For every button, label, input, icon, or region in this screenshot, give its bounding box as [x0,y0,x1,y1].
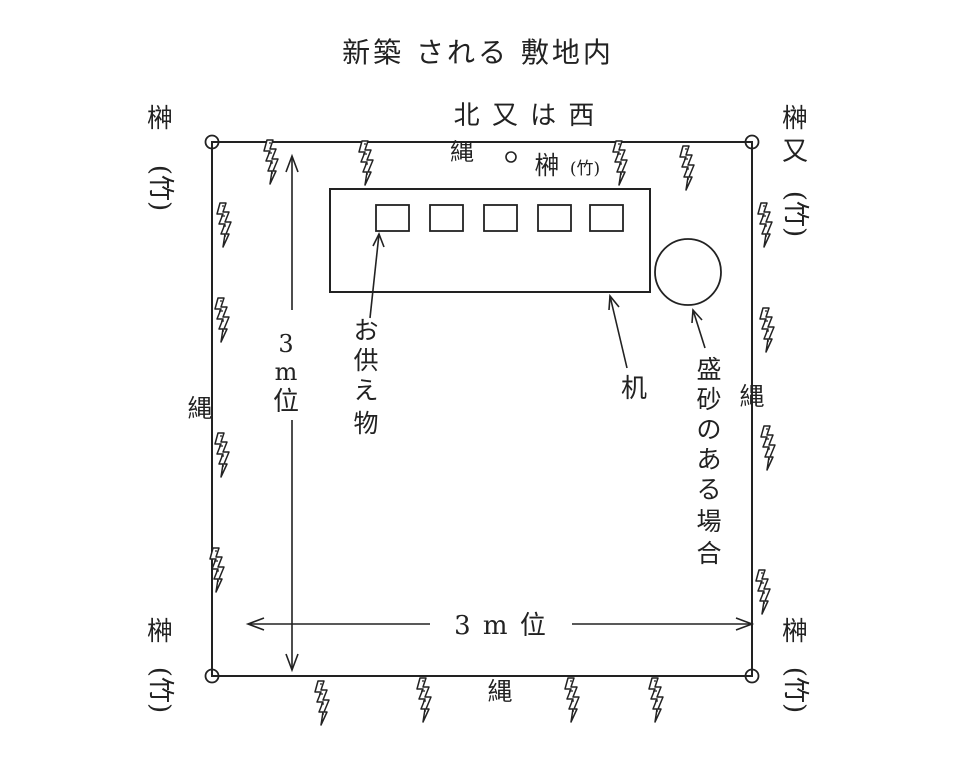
horizontal-dimension-label: 3 m 位 [454,611,548,641]
shide-streamer [679,145,695,191]
sakaki-label: 榊 [782,104,808,134]
vertical-dimension-arrow [285,153,299,673]
shide-streamer [358,140,374,186]
sakaki-label: 榊 [782,617,808,647]
offering-box [375,204,410,232]
corner-post-bottom-right [744,668,760,684]
svg-text:お: お [353,316,378,345]
sakaki-label-top: 榊 [534,151,559,180]
offering-box [429,204,464,232]
shide-streamer [757,202,773,248]
svg-text:場: 場 [696,507,721,536]
svg-text:供: 供 [353,346,378,375]
svg-text:砂: 砂 [696,385,721,414]
rope-label-top: 縄 [450,138,474,166]
shide-streamers [209,139,776,726]
desk-label: 机 [621,374,647,404]
offering-label: お 供 え 物 [353,316,378,438]
shide-streamer [416,677,432,723]
svg-text:3: 3 [278,330,293,358]
svg-text:る: る [696,475,721,504]
svg-text:え: え [353,376,378,405]
take-label: (竹) [780,191,810,237]
svg-text:の: の [696,415,721,444]
shide-streamer [263,139,279,185]
corner-post-top-left [204,134,220,150]
corner-post-bottom-left [204,668,220,684]
sand-mound-leader-arrow [691,308,706,349]
svg-text:合: 合 [696,539,721,568]
horizontal-dimension-arrow [245,617,755,631]
shide-streamer [209,547,225,593]
corner-label-top-left: 榊 (竹) [145,104,175,211]
shide-streamer [314,680,330,726]
take-label: (竹) [780,667,810,713]
corner-label-top-right: 榊 又 (竹) [780,104,810,237]
sand-mound-circle [654,238,722,306]
rope-label-right: 縄 [739,382,764,411]
take-label: (竹) [145,165,175,211]
north-or-west-label: 北 又 は 西 [454,101,597,131]
shide-streamer [214,297,230,343]
shide-streamer [755,569,771,615]
sakaki-post-top [505,151,517,163]
take-label-top: (竹) [570,159,600,179]
desk [329,188,651,293]
offering-box [483,204,518,232]
svg-text:位: 位 [273,387,299,417]
vertical-dimension-label: 3 m 位 [273,330,299,417]
desk-leader-arrow [608,293,628,369]
sand-mound-label: 盛 砂 の あ る 場 合 [696,355,721,568]
svg-text:盛: 盛 [696,355,721,384]
sakaki-label: 榊 [147,617,173,647]
take-label: (竹) [145,667,175,713]
svg-text:m: m [275,358,298,386]
shide-streamer [612,140,628,186]
shide-streamer [564,677,580,723]
shide-streamer [216,202,232,248]
offering-box [537,204,572,232]
offering-leader-arrow [369,232,385,319]
corner-label-bottom-left: 榊 (竹) [145,617,175,713]
corner-post-top-right [744,134,760,150]
corner-label-bottom-right: 榊 (竹) [780,617,810,713]
shide-streamer [214,432,230,478]
sakaki-label: 榊 [147,104,173,134]
shide-streamer [759,307,775,353]
rope-label-bottom: 縄 [487,677,512,706]
rope-label-left: 縄 [187,394,212,423]
svg-text:あ: あ [696,445,721,474]
shide-streamer [648,677,664,723]
or-label: 又 [782,137,808,167]
offering-box [589,204,624,232]
shide-streamer [760,425,776,471]
diagram-title: 新築 される 敷地内 [342,36,614,69]
svg-text:物: 物 [353,409,378,438]
site-boundary-rope [211,141,753,677]
